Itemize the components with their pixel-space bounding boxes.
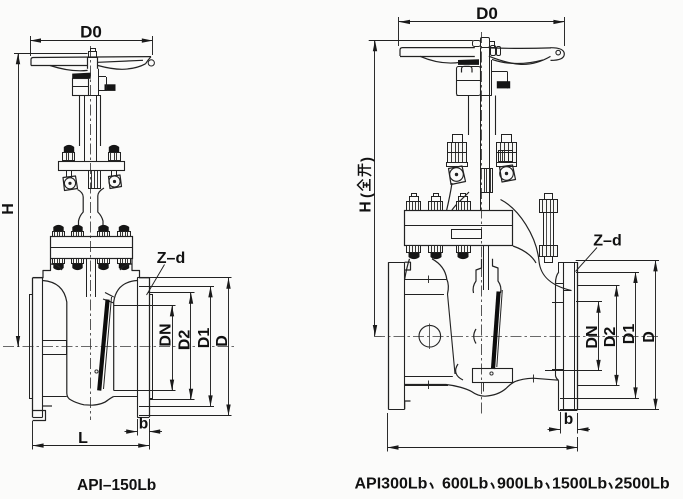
svg-text:Z–d: Z–d: [593, 233, 621, 250]
svg-text:L: L: [78, 430, 88, 447]
svg-text:b: b: [139, 416, 148, 433]
svg-text:(: (: [359, 193, 376, 198]
svg-text:D2: D2: [602, 327, 619, 348]
svg-text:API–150Lb: API–150Lb: [77, 477, 156, 494]
svg-text:600Lb: 600Lb: [442, 476, 488, 493]
svg-text:D1: D1: [621, 324, 638, 345]
svg-text:D: D: [214, 335, 231, 347]
svg-text:2500Lb: 2500Lb: [615, 476, 670, 493]
svg-text:Z–d: Z–d: [157, 250, 185, 267]
svg-text:D0: D0: [80, 23, 102, 42]
svg-text:1500Lb: 1500Lb: [552, 476, 607, 493]
svg-text:H: H: [0, 203, 17, 215]
svg-text:D2: D2: [177, 330, 194, 351]
svg-text:): ): [359, 157, 376, 162]
svg-text:D0: D0: [476, 4, 498, 23]
svg-text:D1: D1: [196, 328, 213, 349]
svg-text:DN: DN: [158, 323, 175, 346]
svg-text:900Lb: 900Lb: [497, 476, 543, 493]
svg-text:API300Lb: API300Lb: [355, 476, 428, 493]
svg-text:b: b: [564, 411, 573, 428]
svg-text:D: D: [641, 331, 658, 343]
svg-text:H: H: [358, 201, 375, 212]
svg-text:DN: DN: [584, 325, 601, 348]
